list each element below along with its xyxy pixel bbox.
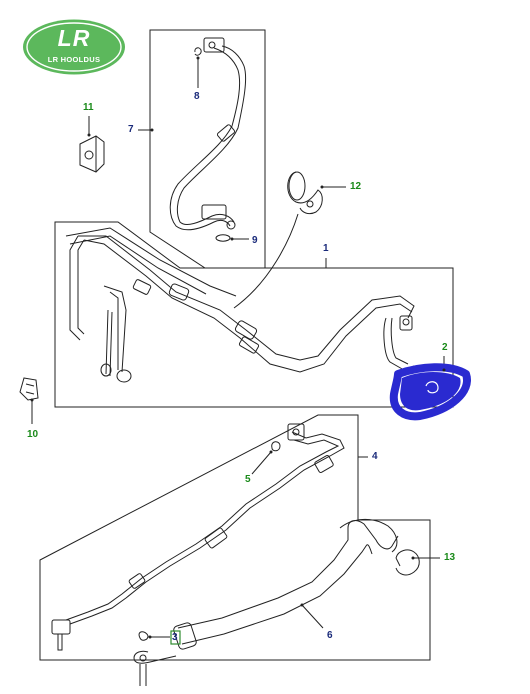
callout-3: 3 [172,632,178,643]
highlight-marker-item-2 [389,363,471,421]
o-ring-3 [138,631,149,641]
callout-1: 1 [323,243,329,254]
clip-10 [19,377,39,401]
pipe-4 [51,423,345,651]
lr-hooldus-logo[interactable] [22,18,126,76]
callout-12: 12 [350,181,362,192]
pipe-7 [169,37,247,231]
group-frame-1 [54,221,454,408]
o-ring-2 [425,381,439,394]
callout-11: 11 [83,102,94,113]
leader-6 [301,604,324,629]
callout-2: 2 [442,342,448,353]
callout-3-box [170,630,181,645]
o-ring-9 [215,234,231,242]
clamp-13 [395,549,420,576]
callout-10: 10 [27,429,39,440]
logo-mark: LR [57,25,91,51]
callout-5: 5 [245,474,251,485]
group-frame-4 [39,414,431,661]
highlight-fill-item-2 [400,372,461,411]
callout-6: 6 [327,630,333,641]
callout-4: 4 [372,451,378,462]
logo-text: LR HOOLDUS [47,55,101,64]
bracket-11 [79,135,105,173]
o-ring-8 [194,47,202,56]
clamp-12 [233,171,323,309]
pipe-1 [65,227,415,383]
callout-13: 13 [444,552,456,563]
callout-9: 9 [252,235,258,246]
hose-6 [133,519,399,686]
leader-dots [30,56,446,639]
group-frame-7 [149,29,266,269]
callout-7: 7 [128,124,134,135]
o-ring-5 [271,441,281,452]
leader-5 [251,451,272,475]
callout-8: 8 [194,91,200,102]
